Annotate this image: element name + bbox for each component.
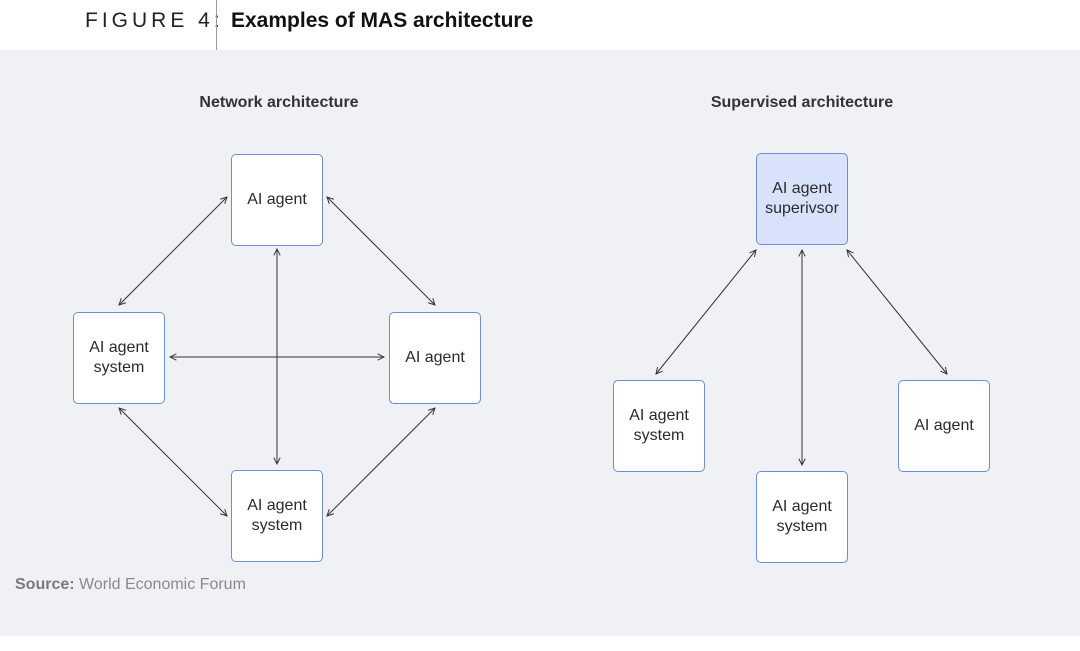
figure-header: FIGURE 4: Examples of MAS architecture [0, 0, 1080, 50]
network-node-top: AI agent [231, 154, 323, 246]
header-divider [216, 0, 217, 50]
network-node-bottom: AI agent system [231, 470, 323, 562]
node-label: AI agent system [247, 497, 307, 534]
source-text: World Economic Forum [79, 576, 246, 593]
node-label: AI agent [914, 417, 974, 434]
arrow-right-bottom [327, 408, 435, 516]
figure-title: Examples of MAS architecture [231, 9, 534, 32]
node-label: AI agent system [629, 407, 689, 444]
arrow-supervisor-right [847, 250, 947, 374]
supervised-node-bottom: AI agent system [756, 471, 848, 563]
node-label: AI agent system [89, 339, 149, 376]
node-label: AI agent superivsor [765, 180, 839, 217]
arrow-left-bottom [119, 408, 227, 516]
supervised-title: Supervised architecture [710, 94, 894, 111]
network-title: Network architecture [199, 94, 359, 111]
network-node-right: AI agent [389, 312, 481, 404]
supervised-node-supervisor: AI agent superivsor [756, 153, 848, 245]
node-label: AI agent [247, 191, 307, 208]
node-label: AI agent system [772, 498, 832, 535]
network-node-left: AI agent system [73, 312, 165, 404]
figure-label: FIGURE 4: [85, 9, 224, 32]
source-label: Source: [15, 576, 75, 593]
arrow-top-right [327, 197, 435, 305]
node-label: AI agent [405, 349, 465, 366]
arrow-supervisor-left [656, 250, 756, 374]
supervised-node-left: AI agent system [613, 380, 705, 472]
source-note: Source: World Economic Forum [15, 576, 246, 594]
supervised-node-right: AI agent [898, 380, 990, 472]
arrow-top-left [119, 197, 227, 305]
